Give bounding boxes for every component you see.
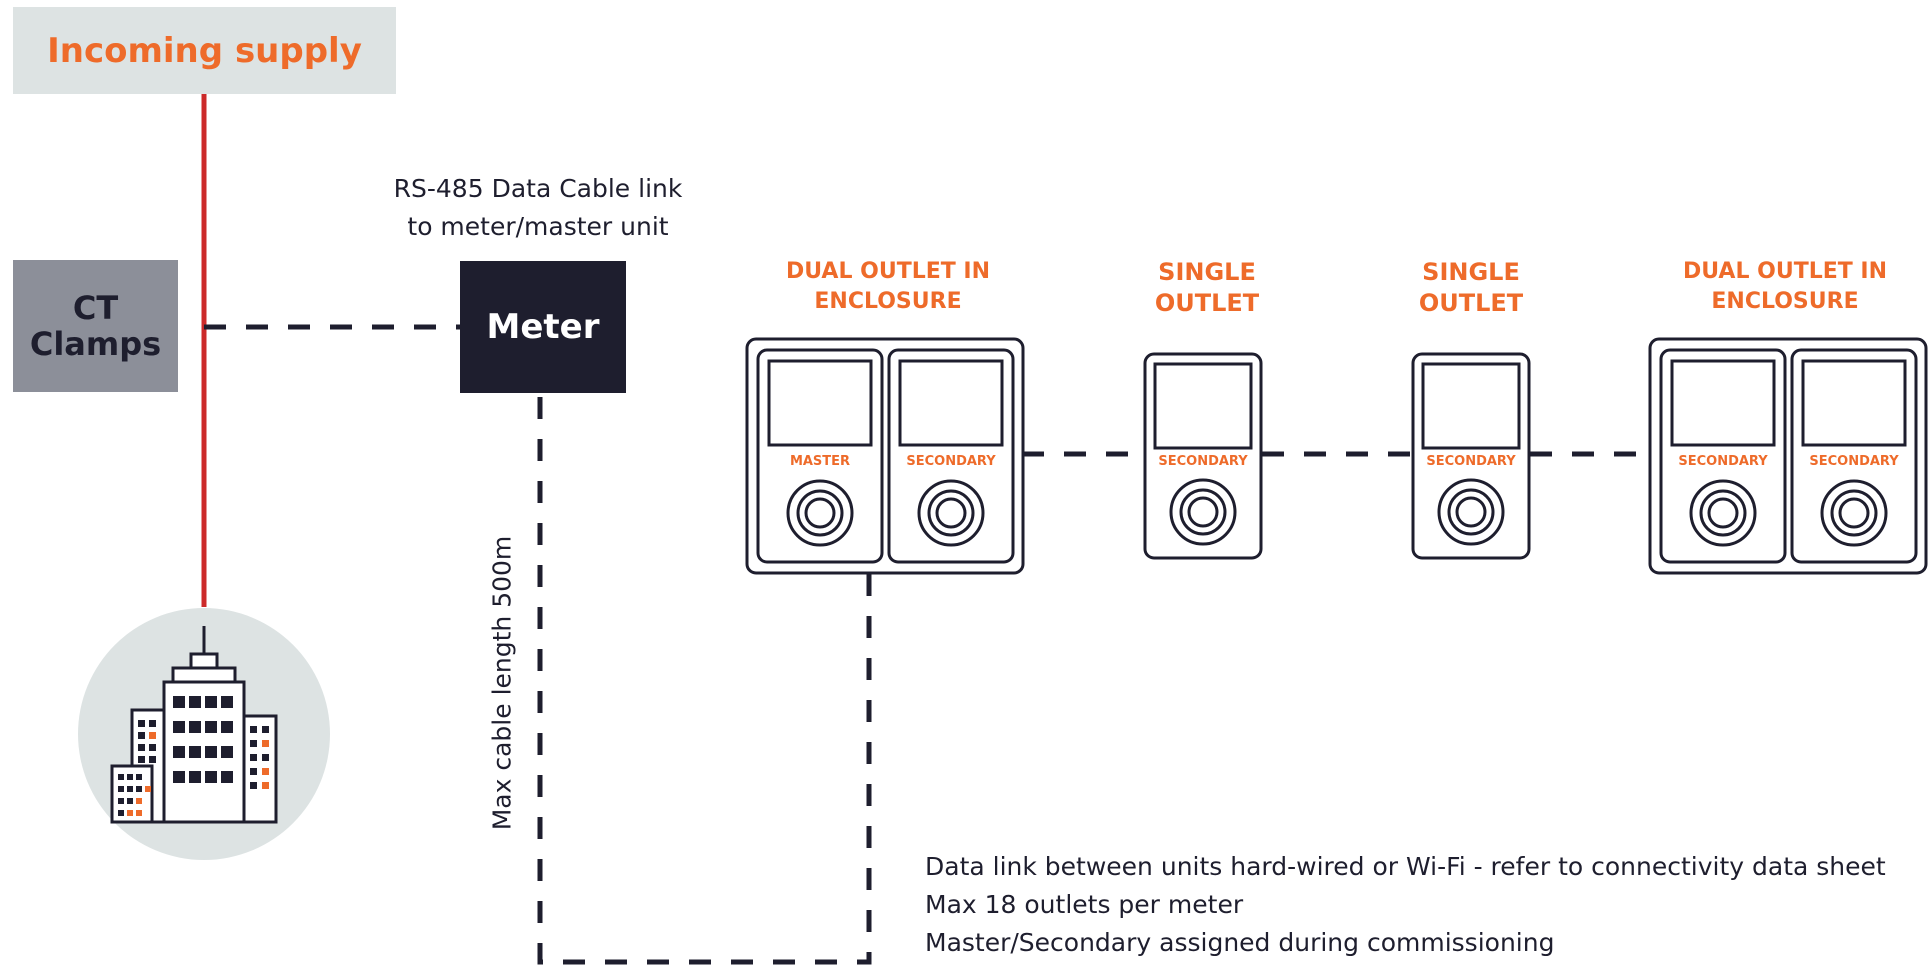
unit-4-title: DUAL OUTLET IN ENCLOSURE — [1682, 259, 1888, 314]
cable-length-text: Max cable length 500m — [487, 535, 517, 831]
outlet-master-label: MASTER — [790, 454, 850, 469]
notes-block: Data link between units hard-wired or Wi… — [925, 848, 1886, 962]
single-outlet-1: SECONDARY — [1143, 352, 1263, 560]
outlet-secondary-label: SECONDARY — [1426, 454, 1516, 469]
ct-clamps-box: CT Clamps — [13, 260, 178, 392]
outlet-secondary: SECONDARY — [887, 348, 1015, 564]
meter-to-master-dashed-link — [537, 397, 872, 965]
outlet-secondary: SECONDARY — [1659, 348, 1787, 564]
outlet-master: MASTER — [756, 348, 884, 564]
outlet-secondary-label: SECONDARY — [1678, 454, 1768, 469]
outlet-secondary-label: SECONDARY — [1809, 454, 1899, 469]
building-icon — [78, 608, 330, 860]
note-max-outlets: Max 18 outlets per meter — [925, 890, 1244, 919]
meter-box: Meter — [460, 261, 626, 393]
unit-3-title: SINGLE OUTLET — [1418, 258, 1524, 317]
incoming-supply-label: Incoming supply — [47, 30, 362, 71]
ct-clamps-label: CT Clamps — [29, 289, 162, 363]
dual-enclosure-1: MASTER SECONDARY — [745, 337, 1025, 575]
meter-label: Meter — [486, 307, 600, 347]
single-outlet-2: SECONDARY — [1411, 352, 1531, 560]
unit-2-title: SINGLE OUTLET — [1154, 258, 1260, 317]
note-master-secondary: Master/Secondary assigned during commiss… — [925, 928, 1555, 957]
rs485-label: RS-485 Data Cable link to meter/master u… — [393, 174, 683, 241]
outlet-secondary-label: SECONDARY — [906, 454, 996, 469]
unit-1-title: DUAL OUTLET IN ENCLOSURE — [785, 259, 991, 314]
outlet-secondary: SECONDARY — [1790, 348, 1918, 564]
dual-enclosure-2: SECONDARY SECONDARY — [1648, 337, 1928, 575]
note-data-link: Data link between units hard-wired or Wi… — [925, 852, 1886, 881]
outlet-secondary-label: SECONDARY — [1158, 454, 1248, 469]
incoming-supply-box: Incoming supply — [13, 7, 396, 94]
